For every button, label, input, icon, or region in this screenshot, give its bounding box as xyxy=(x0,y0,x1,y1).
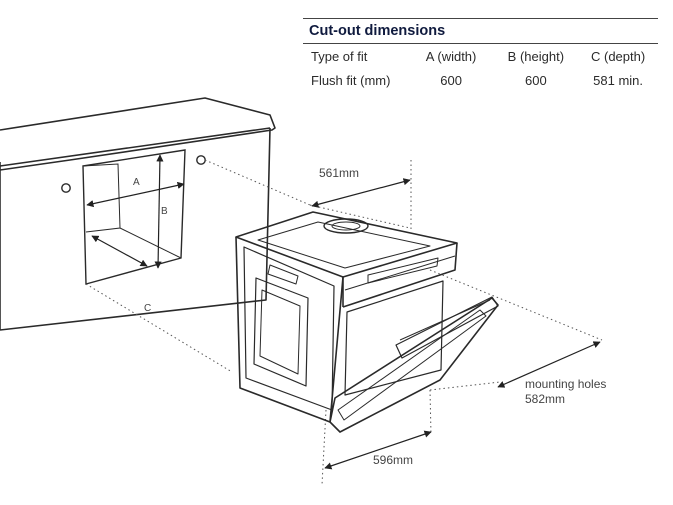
label-b: B xyxy=(161,206,168,217)
table-header-row: Type of fit A (width) B (height) C (dept… xyxy=(303,44,658,68)
header-a-width: A (width) xyxy=(425,48,477,64)
header-type-of-fit: Type of fit xyxy=(311,48,368,64)
label-a: A xyxy=(133,177,140,188)
mounting-hole-left xyxy=(61,183,71,193)
table-row: Flush fit (mm) 600 600 581 min. xyxy=(303,68,658,92)
cell-depth: 581 min. xyxy=(593,72,644,88)
dimension-arrow-b xyxy=(154,154,164,269)
cabinet-cutout xyxy=(82,149,186,285)
cell-width: 600 xyxy=(440,72,462,88)
label-c: C xyxy=(144,303,151,314)
cell-type: Flush fit (mm) xyxy=(311,72,391,88)
oven xyxy=(235,211,499,433)
cutout-dimensions-table: Cut-out dimensions Type of fit A (width)… xyxy=(303,18,658,92)
header-c-depth: C (depth) xyxy=(591,48,646,64)
dimension-arrow-596 xyxy=(324,430,432,470)
projection-lines xyxy=(85,159,603,486)
label-mounting-holes: mounting holes xyxy=(525,377,606,391)
label-561mm: 561mm xyxy=(319,166,359,180)
header-b-height: B (height) xyxy=(507,48,565,64)
label-596mm: 596mm xyxy=(373,453,413,467)
cell-height: 600 xyxy=(524,72,547,88)
mounting-hole-right xyxy=(196,155,206,165)
kitchen-cabinet xyxy=(0,97,276,331)
table-title: Cut-out dimensions xyxy=(303,18,658,44)
dimension-arrow-a xyxy=(86,181,185,208)
dimension-arrow-582 xyxy=(497,341,601,388)
dimension-arrow-561 xyxy=(311,178,411,208)
dimension-arrow-c-depth xyxy=(91,235,148,267)
label-582mm: 582mm xyxy=(525,392,565,406)
